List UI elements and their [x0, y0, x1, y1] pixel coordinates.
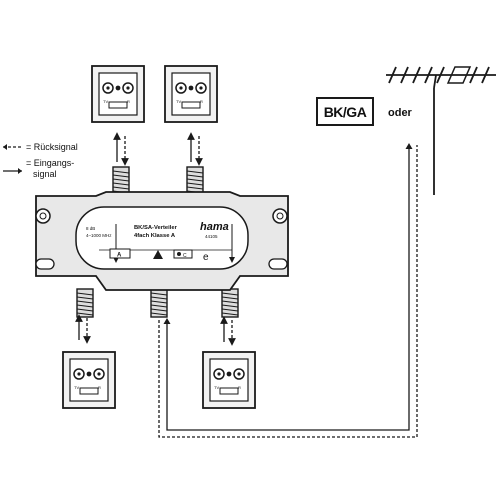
cable-source: BK/GA oder	[316, 97, 413, 126]
e-mark-icon: e	[203, 252, 209, 263]
legend-return-signal: = Rücksignal	[26, 142, 78, 152]
socket-radio-label: R	[98, 385, 101, 390]
bk-ga-box	[316, 97, 374, 126]
output-port-marker-text: A	[117, 253, 122, 259]
socket-radio-label: R	[127, 99, 130, 104]
signal-arrows-bottom-left	[75, 314, 91, 344]
legend-input-signal-line1: = Eingangs-	[26, 158, 74, 168]
socket-tv-label: TV	[214, 385, 219, 390]
splitter-article-no: 44105	[205, 234, 218, 239]
svg-text:C: C	[183, 253, 187, 259]
signal-arrows-top-left	[113, 132, 129, 166]
ce-mark-icon	[173, 249, 193, 259]
input-cable	[158, 143, 418, 438]
splitter-spec-db: 8 dB	[86, 226, 95, 231]
splitter-spec-freq: 4–1000 MHz	[86, 233, 112, 238]
wall-socket-top-left: TV R	[91, 65, 145, 123]
socket-tv-label: TV	[103, 99, 108, 104]
brand-logo: hama	[200, 221, 229, 233]
signal-arrows-bottom-right	[220, 316, 236, 346]
or-label: oder	[388, 107, 413, 119]
signal-arrows-top-right	[187, 132, 203, 166]
wall-socket-bottom-right: TV R	[202, 351, 256, 409]
legend: = Rücksignal = Eingangs- signal	[3, 142, 78, 179]
splitter-title-line2: 4fach Klasse A	[134, 233, 176, 239]
output-port-marker	[109, 248, 131, 259]
splitter-device: 8 dB 4–1000 MHz BK/SA-Verteiler 4fach Kl…	[35, 166, 289, 318]
socket-radio-label: R	[238, 385, 241, 390]
mounting-hole-left	[35, 208, 51, 224]
socket-tv-label: TV	[74, 385, 79, 390]
splitter-title-line1: BK/SA-Verteiler	[134, 225, 178, 231]
socket-radio-label: R	[200, 99, 203, 104]
cable-source-label: BK/GA	[324, 104, 367, 120]
legend-input-signal-line2: signal	[33, 169, 57, 179]
wall-socket-bottom-left: TV R	[62, 351, 116, 409]
mounting-hole-right	[272, 208, 288, 224]
wall-socket-top-right: TV R	[164, 65, 218, 123]
socket-tv-label: TV	[176, 99, 181, 104]
antenna-icon	[386, 66, 496, 195]
input-triangle-icon	[153, 250, 163, 259]
